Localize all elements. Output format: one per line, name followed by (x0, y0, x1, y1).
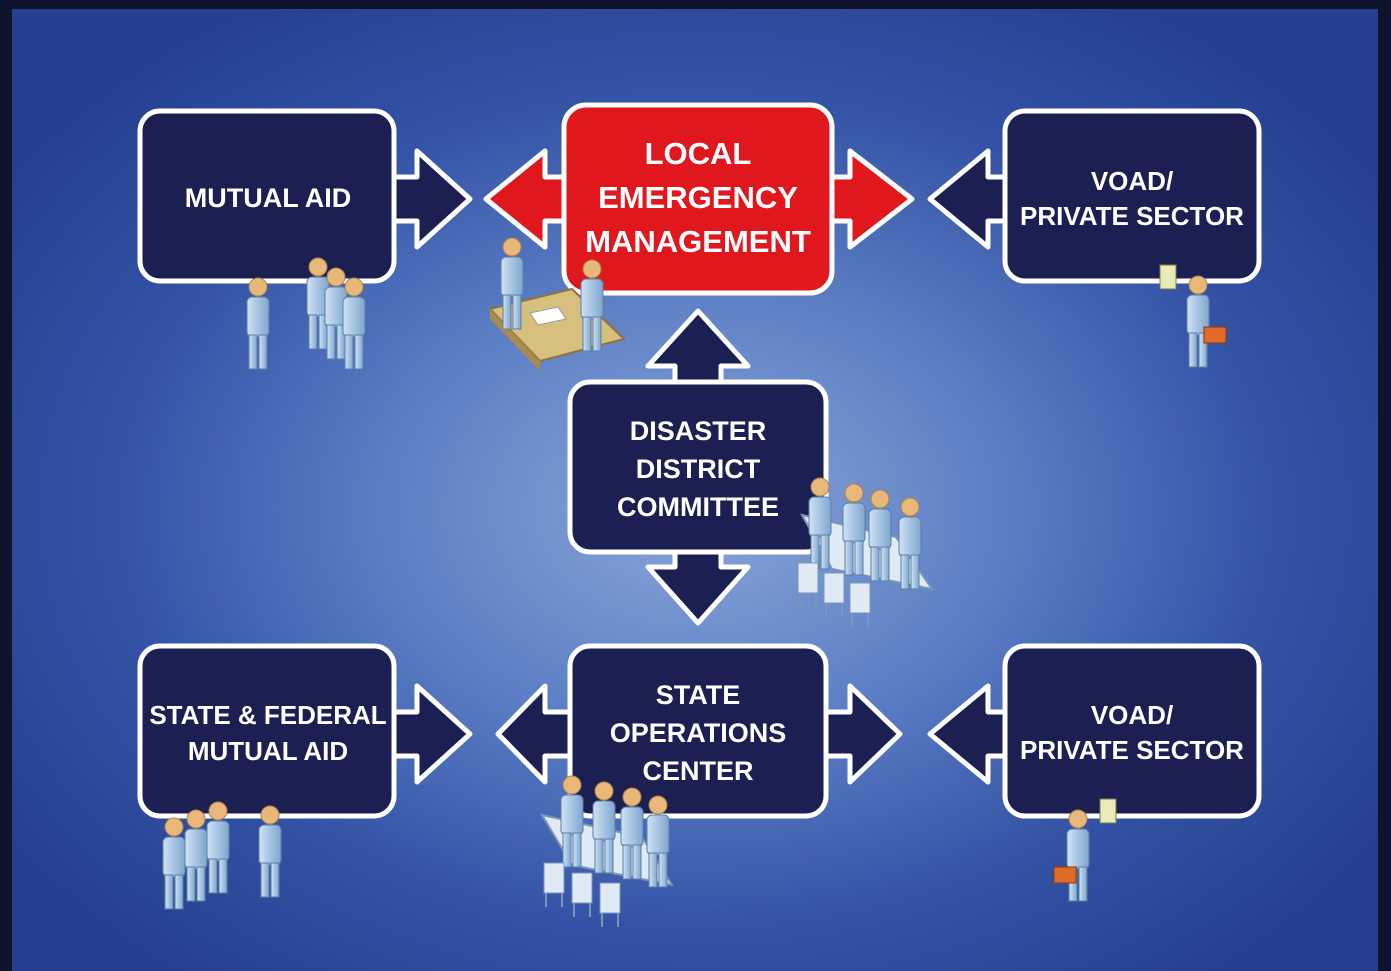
node-ddc-line-3: COMMITTEE (617, 492, 779, 522)
node-voad-bottom: VOAD/ PRIVATE SECTOR (1002, 643, 1262, 819)
node-voad-top-line-1: VOAD/ (1091, 166, 1173, 196)
node-state-fed-line-2: MUTUAL AID (188, 736, 348, 766)
businessperson-icon-voad-bottom (1053, 798, 1117, 902)
node-state-federal-mutual-aid: STATE & FEDERAL MUTUAL AID (137, 643, 397, 819)
node-disaster-district-committee: DISASTER DISTRICT COMMITTEE (567, 379, 829, 555)
node-ddc-line-1: DISASTER (630, 416, 767, 446)
node-voad-bottom-line-2: PRIVATE SECTOR (1020, 735, 1244, 765)
node-soc-line-2: OPERATIONS (610, 718, 787, 748)
node-soc-line-3: CENTER (642, 756, 753, 786)
node-voad-top-line-2: PRIVATE SECTOR (1020, 201, 1244, 231)
businessperson-icon-voad-top (1159, 264, 1227, 368)
node-ddc-line-2: DISTRICT (636, 454, 761, 484)
org-diagram: MUTUAL AID LOCAL EMERGENCY MANAGEMENT VO… (137, 102, 1262, 928)
node-local-line-2: EMERGENCY (598, 180, 798, 215)
arrow-state-fed-to-soc (389, 683, 473, 785)
arrow-soc-right (819, 683, 903, 785)
arrow-voad-bottom-to-soc (927, 683, 1017, 785)
node-mutual-aid-label: MUTUAL AID (185, 183, 351, 213)
node-voad-top: VOAD/ PRIVATE SECTOR (1002, 108, 1262, 284)
meeting-table-icon-soc (539, 775, 675, 928)
meeting-table-icon-ddc (797, 477, 935, 628)
arrow-local-right (819, 148, 915, 250)
node-soc-line-1: STATE (656, 680, 741, 710)
handshake-desk-icon (488, 237, 626, 371)
arrow-local-left (483, 148, 575, 250)
node-state-operations-center: STATE OPERATIONS CENTER (567, 643, 829, 819)
diagram-canvas: MUTUAL AID LOCAL EMERGENCY MANAGEMENT VO… (12, 9, 1378, 971)
node-local-line-1: LOCAL (645, 136, 752, 171)
node-mutual-aid: MUTUAL AID (137, 108, 397, 284)
node-voad-bottom-line-1: VOAD/ (1091, 700, 1173, 730)
node-local-emergency-management: LOCAL EMERGENCY MANAGEMENT (561, 102, 835, 296)
arrow-voad-top-to-local (927, 148, 1017, 250)
node-state-fed-line-1: STATE & FEDERAL (149, 700, 386, 730)
arrow-soc-left (495, 683, 575, 785)
node-local-line-3: MANAGEMENT (585, 224, 811, 259)
arrow-mutual-aid-to-local (389, 148, 473, 250)
